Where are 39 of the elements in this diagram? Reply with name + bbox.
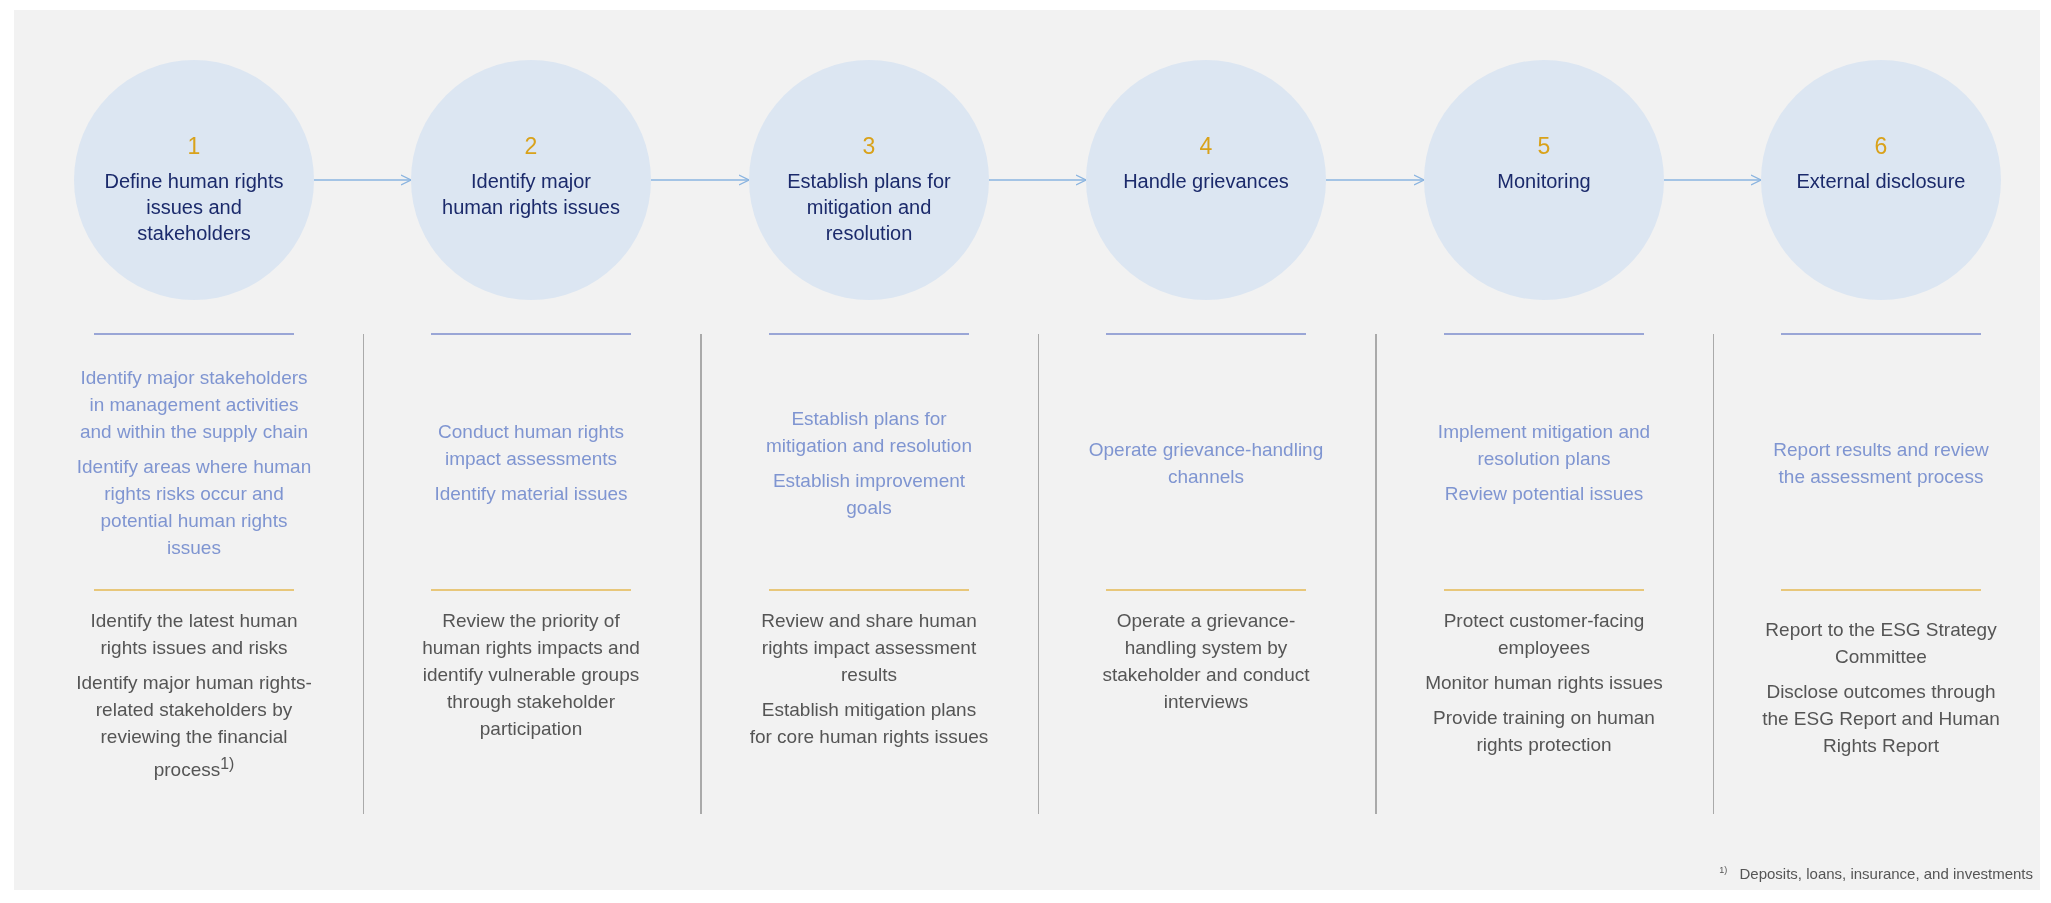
footnote: $^{1)}$ Deposits, loans, insurance, and investments [1719,865,2033,882]
step-description: Establish improvement goals [771,468,967,520]
step-description: Establish mitigation plans for core human rights issues [749,698,989,749]
step-description: Conduct human rights impact assessments [437,420,625,471]
step-title: Establish plans for mitigation and resolution [786,169,952,246]
arrow [313,174,412,186]
step-description: Identify the latest human rights issues and risks [89,609,299,660]
step-description: Monitor human rights issues [1425,671,1663,695]
arrow [1325,174,1425,186]
step-description: Disclose outcomes through the ESG Report and Human Rights Report [1761,680,2001,758]
step-description: Operate a grievance-handling system by stakeholder and conduct interviews [1101,609,1311,714]
step-number: 2 [524,132,538,160]
step-description: Review the priority of human rights impacts and identify vulnerable groups through stakeholder participation [421,609,641,741]
step-description: Report to the ESG Strategy Committee [1764,618,1998,669]
step-description: Protect customer-facing employees [1442,609,1646,660]
step-title: Monitoring [1496,169,1592,194]
step-description: Provide training on human rights protection [1432,706,1656,757]
step-title: Handle grievances [1122,169,1290,194]
step-description: Review potential issues [1444,482,1644,506]
step-number: 1 [187,132,201,160]
step-description: Implement mitigation and resolution plans [1436,420,1652,471]
step-number: 3 [862,132,876,160]
step-title: Identify major human rights issues [441,169,621,220]
step-description: Establish plans for mitigation and resolution [765,406,973,458]
step-number: 5 [1537,132,1551,160]
step-title: Define human rights issues and stakeholders [104,169,284,246]
step-description: Report results and review the assessment process [1772,437,1990,489]
step-description: Identify areas where human rights risks occur and potential human rights issues [75,455,313,560]
step-description: Operate grievance-handling channels [1087,437,1325,489]
step-number: 6 [1874,132,1888,160]
step-description: Review and share human rights impact assessment results [760,609,978,687]
step-description: Identify material issues [434,482,628,506]
arrow [1663,174,1762,186]
arrow [650,174,750,186]
step-description: Identify major stakeholders in management activities and within the supply chain [78,366,310,444]
arrow [988,174,1087,186]
step-number: 4 [1199,132,1213,160]
step-title: External disclosure [1795,169,1967,194]
step-description: Identify major human rights-related stakeholders by reviewing the financial process$^{1)}$ [75,671,313,783]
